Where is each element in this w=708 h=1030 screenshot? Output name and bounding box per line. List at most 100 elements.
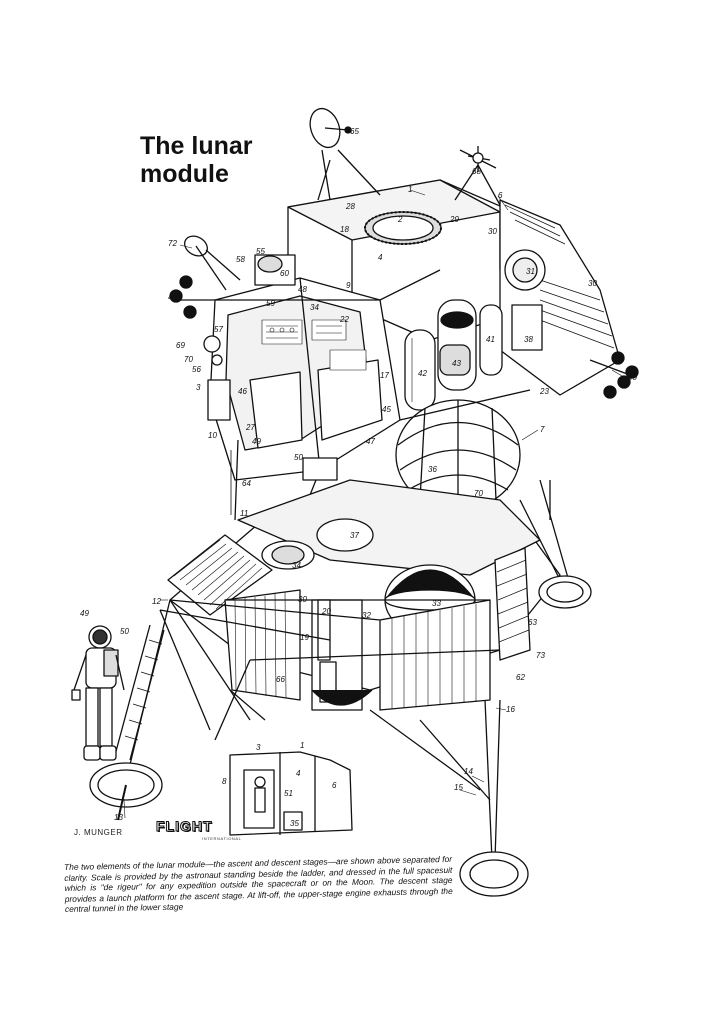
callout-70-lower: 70: [474, 489, 483, 498]
callout-36: 36: [428, 465, 437, 474]
callout-6: 6: [498, 191, 503, 200]
callout-38: 38: [524, 335, 533, 344]
front-ladder: [114, 624, 165, 761]
callout-19: 19: [300, 633, 309, 642]
callout-16: 16: [506, 705, 515, 714]
callout-69: 69: [176, 341, 185, 350]
callout-27: 27: [245, 423, 255, 432]
callout-leaders: [123, 131, 623, 819]
callout-33: 33: [432, 599, 441, 608]
callout-66: 66: [276, 675, 285, 684]
thermal-cover: [167, 534, 273, 616]
callout-18: 18: [340, 225, 349, 234]
inset-callout-8: 8: [222, 777, 227, 786]
callout-62: 62: [516, 673, 525, 682]
callout-70-upper: 70: [184, 355, 193, 364]
callout-73: 73: [536, 651, 545, 660]
callout-57: 57: [214, 325, 223, 334]
callout-4: 4: [378, 253, 383, 262]
rendezvous-antenna: [454, 146, 501, 206]
callout-30-right: 30: [588, 279, 597, 288]
callout-1: 1: [408, 185, 412, 194]
callout-14: 14: [464, 767, 473, 776]
callout-50-upper: 50: [294, 453, 303, 462]
callout-63: 63: [528, 618, 537, 627]
flight-logo: FLIGHT INTERNATIONAL: [156, 818, 242, 842]
callout-50: 50: [120, 627, 129, 636]
title-line-1: The lunar: [140, 132, 253, 160]
callout-45: 45: [382, 405, 391, 414]
callout-55: 55: [256, 247, 265, 256]
callout-72: 72: [168, 239, 177, 248]
callout-42: 42: [418, 369, 427, 378]
ascent-oxidizer-tanks: [404, 299, 503, 411]
inset-callout-35: 35: [290, 819, 299, 828]
callout-49: 49: [80, 609, 89, 618]
ascent-stage: [169, 107, 639, 521]
callout-20: 20: [321, 607, 331, 616]
callout-32: 32: [362, 611, 371, 620]
descent-engine-nozzle: [311, 689, 373, 706]
rcs-thruster-right: [589, 351, 639, 399]
callout-7: 7: [540, 425, 545, 434]
callout-43: 43: [452, 359, 461, 368]
landing-gear: [89, 479, 592, 897]
footpad-right: [459, 851, 529, 897]
callout-28: 28: [345, 202, 355, 211]
callout-10: 10: [208, 431, 217, 440]
callout-31: 31: [526, 267, 535, 276]
callout-60: 60: [280, 269, 289, 278]
callout-15: 15: [454, 783, 463, 792]
callout-30-lower: 30: [298, 595, 307, 604]
callout-59: 59: [266, 299, 275, 308]
callout-3-upper: 3: [196, 383, 201, 392]
callout-40-left: 40: [168, 293, 177, 302]
callout-13: 13: [114, 813, 123, 822]
callout-22: 22: [339, 315, 349, 324]
inset-callout-4: 4: [296, 769, 301, 778]
callout-labels: 65 68 1 6 2 28 18 4 29 30 31 72 55 58 60…: [80, 127, 637, 828]
callout-23: 23: [539, 387, 549, 396]
ascent-propellant-tank: [395, 399, 521, 511]
descent-stage: [159, 479, 561, 711]
antenna-dish: [309, 107, 381, 201]
callout-68: 68: [472, 167, 481, 176]
title-line-2: module: [140, 160, 229, 188]
figure-caption: The two elements of the lunar module—the…: [64, 853, 453, 914]
astronaut-figure: [71, 625, 125, 761]
callout-37: 37: [350, 531, 359, 540]
callout-71: 71: [452, 317, 461, 326]
callout-64: 64: [242, 479, 251, 488]
logo-sub: INTERNATIONAL: [202, 836, 242, 841]
callout-30: 30: [488, 227, 497, 236]
callout-49-upper: 49: [252, 437, 261, 446]
callout-58: 58: [236, 255, 245, 264]
s-band-antenna: [184, 235, 241, 291]
callout-46: 46: [238, 387, 247, 396]
callout-65: 65: [350, 127, 359, 136]
callout-47: 47: [366, 437, 375, 446]
callout-34-lower: 34: [292, 561, 301, 570]
inset-profile-diagram: [229, 751, 353, 836]
callout-2: 2: [397, 215, 403, 224]
inset-callout-1: 1: [300, 741, 304, 750]
callout-11: 11: [240, 509, 248, 518]
cabin-window-left: [249, 371, 303, 449]
footpad-rear: [538, 575, 592, 609]
callout-34-upper: 34: [310, 303, 319, 312]
logo-main: FLIGHT: [156, 818, 213, 835]
callout-56: 56: [192, 365, 201, 374]
callout-48: 48: [298, 285, 307, 294]
callout-41: 41: [486, 335, 495, 344]
inset-callout-51: 51: [284, 789, 293, 798]
callout-29: 29: [449, 215, 459, 224]
inset-callout-3: 3: [256, 743, 261, 752]
page-title: The lunar module: [140, 132, 253, 188]
callout-40-right: 40: [628, 373, 637, 382]
inset-callout-6: 6: [332, 781, 337, 790]
callout-9: 9: [346, 281, 351, 290]
artist-signature: J. MUNGER: [74, 828, 123, 837]
callout-12: 12: [152, 597, 161, 606]
callout-17: 17: [380, 371, 389, 380]
